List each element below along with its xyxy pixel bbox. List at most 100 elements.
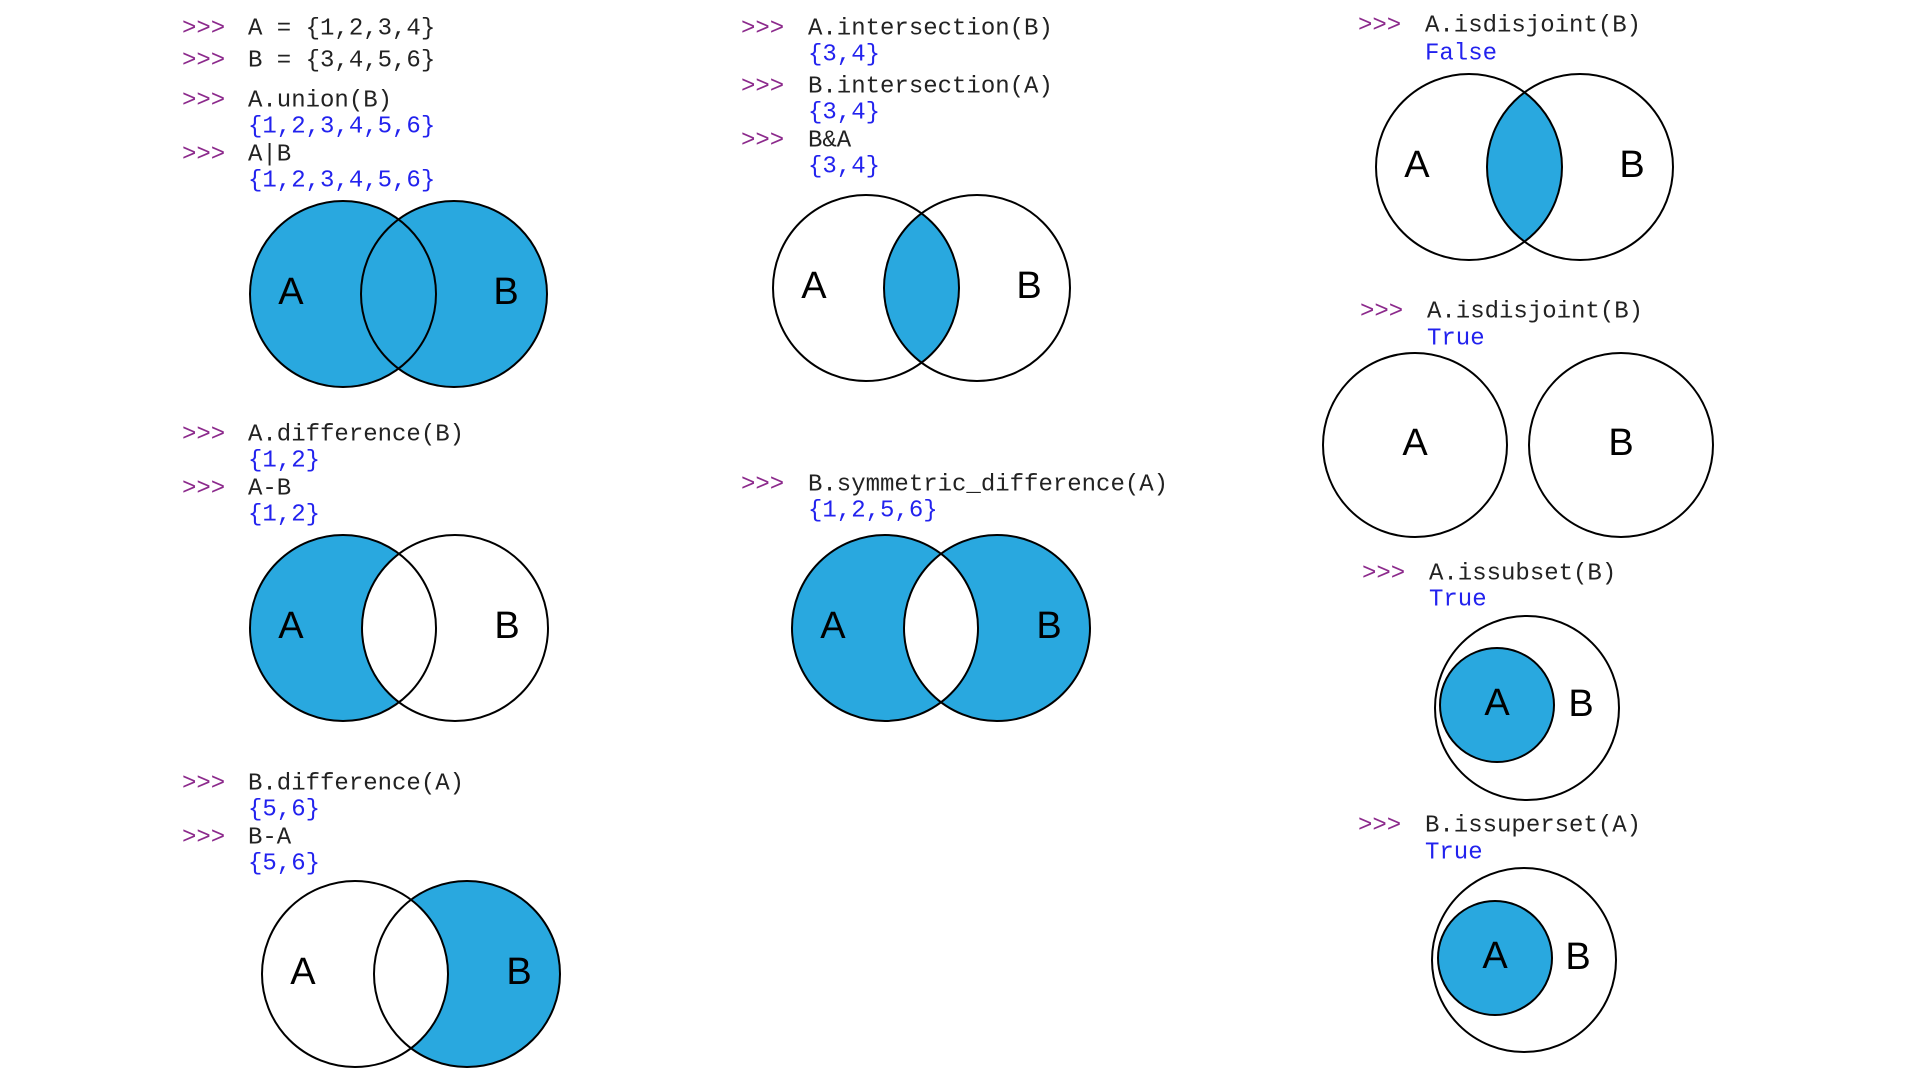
prompt-symbol: >>> [182, 770, 225, 797]
prompt-symbol: >>> [182, 87, 225, 114]
panel-union: >>>A = {1,2,3,4}>>>B = {3,4,5,6}>>>A.uni… [182, 15, 548, 388]
set-a-label: A [1404, 144, 1430, 186]
prompt-symbol: >>> [1360, 298, 1403, 325]
code-block: >>>B.difference(A){5,6}>>>B-A{5,6} [182, 770, 464, 877]
prompt-symbol: >>> [741, 127, 784, 154]
b-only-region [374, 881, 560, 1067]
code-line: A|B [248, 141, 291, 168]
output-line: {3,4} [808, 99, 880, 126]
set-b-label: B [506, 951, 531, 993]
prompt-symbol: >>> [182, 15, 225, 42]
set-a-circle [1375, 73, 1563, 261]
a-only-region [250, 535, 436, 721]
prompt-symbol: >>> [182, 47, 225, 74]
set-a-label: A [1482, 935, 1508, 977]
set-b-circle [1528, 352, 1714, 538]
code-block: >>>A.isdisjoint(B)True [1360, 298, 1643, 352]
set-a-label: A [278, 271, 304, 313]
set-a-circle [772, 194, 960, 382]
output-line: False [1425, 40, 1497, 67]
prompt-symbol: >>> [182, 421, 225, 448]
code-block: >>>B.issuperset(A)True [1358, 812, 1641, 866]
set-a-circle [249, 534, 437, 722]
set-b-circle [883, 194, 1071, 382]
code-block: >>>A.intersection(B){3,4}>>>B.intersecti… [741, 15, 1053, 180]
output-line: True [1425, 839, 1483, 866]
set-a-circle [1439, 647, 1555, 763]
code-line: B.issuperset(A) [1425, 812, 1641, 839]
code-line: A.isdisjoint(B) [1425, 12, 1641, 39]
set-b-label: B [1036, 605, 1061, 647]
output-line: {5,6} [248, 796, 320, 823]
code-line: B = {3,4,5,6} [248, 47, 435, 74]
code-line: A-B [248, 475, 291, 502]
set-b-label: B [1565, 936, 1590, 978]
set-b-label: B [1608, 422, 1633, 464]
set-b-circle [1431, 867, 1617, 1053]
intersection-region [884, 195, 959, 381]
set-b-label: B [494, 605, 519, 647]
code-line: B&A [808, 127, 852, 154]
prompt-symbol: >>> [1362, 560, 1405, 587]
set-a-label: A [278, 605, 304, 647]
output-line: {1,2} [248, 501, 320, 528]
set-b-label: B [493, 271, 518, 313]
prompt-symbol: >>> [182, 141, 225, 168]
code-block: >>>A.isdisjoint(B)False [1358, 12, 1641, 67]
code-line: B.intersection(A) [808, 73, 1053, 100]
set-a-label: A [1402, 422, 1428, 464]
prompt-symbol: >>> [741, 15, 784, 42]
set-b-circle [360, 200, 548, 388]
code-block: >>>A = {1,2,3,4}>>>B = {3,4,5,6}>>>A.uni… [182, 15, 435, 194]
set-a-circle [1437, 900, 1553, 1016]
code-line: A = {1,2,3,4} [248, 15, 435, 42]
set-b-circle [903, 534, 1091, 722]
output-line: {3,4} [808, 41, 880, 68]
code-line: B.difference(A) [248, 770, 464, 797]
output-line: True [1429, 586, 1487, 613]
set-b-circle [1434, 615, 1620, 801]
intersection-region [1487, 74, 1562, 260]
set-b-label: B [1016, 265, 1041, 307]
prompt-symbol: >>> [182, 475, 225, 502]
output-line: {5,6} [248, 850, 320, 877]
set-b-label: B [1619, 144, 1644, 186]
set-b-circle [373, 880, 561, 1068]
code-block: >>>B.symmetric_difference(A){1,2,5,6} [741, 471, 1168, 524]
set-a-circle [1322, 352, 1508, 538]
set-b-label: B [1568, 683, 1593, 725]
code-line: B-A [248, 824, 292, 851]
set-a-label: A [290, 951, 316, 993]
output-line: {1,2,3,4,5,6} [248, 167, 435, 194]
prompt-symbol: >>> [182, 824, 225, 851]
set-a-label: A [801, 265, 827, 307]
code-line: A.difference(B) [248, 421, 464, 448]
set-b-region [361, 201, 547, 387]
code-line: A.intersection(B) [808, 15, 1053, 42]
code-line: A.issubset(B) [1429, 560, 1616, 587]
code-line: B.symmetric_difference(A) [808, 471, 1168, 498]
output-line: True [1427, 325, 1485, 352]
set-a-circle [261, 880, 449, 1068]
set-a-circle [249, 200, 437, 388]
panel-intersection: >>>A.intersection(B){3,4}>>>B.intersecti… [741, 15, 1071, 382]
prompt-symbol: >>> [741, 73, 784, 100]
prompt-symbol: >>> [741, 471, 784, 498]
code-block: >>>A.difference(B){1,2}>>>A-B{1,2} [182, 421, 464, 528]
set-b-circle [361, 534, 549, 722]
output-line: {1,2,3,4,5,6} [248, 113, 435, 140]
set-a-label: A [820, 605, 846, 647]
